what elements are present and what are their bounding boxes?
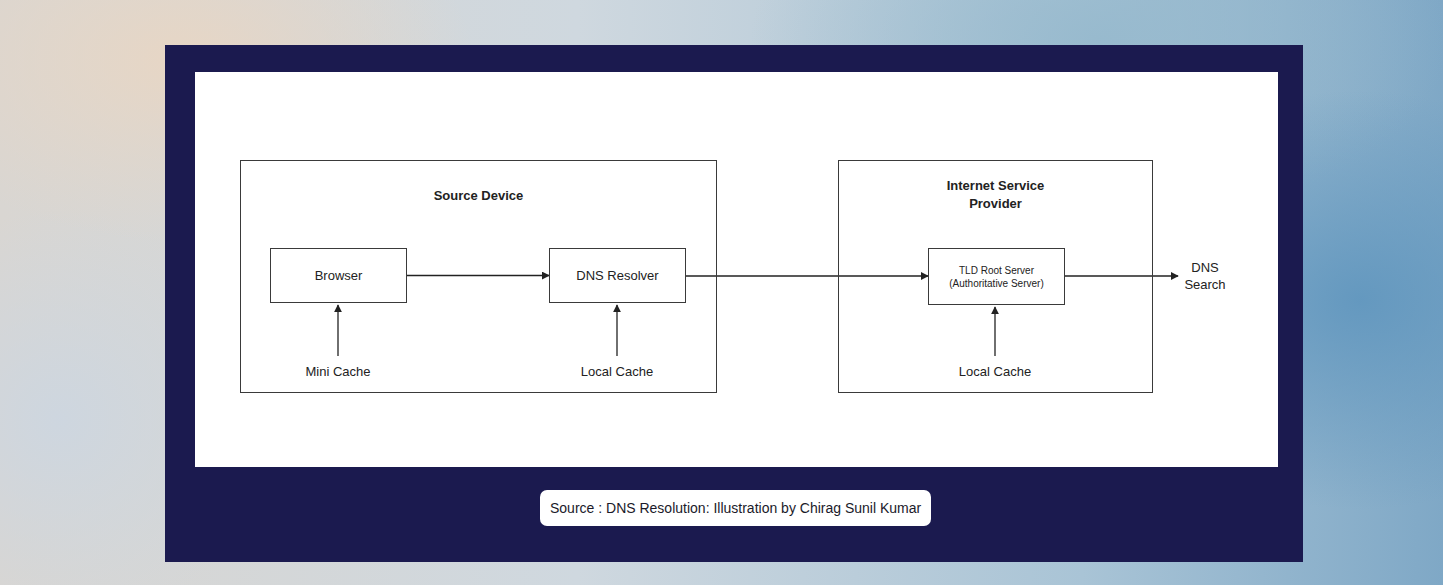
cache-arrow	[337, 305, 338, 356]
process-box: Browser	[270, 248, 407, 303]
flow-arrow	[407, 275, 549, 276]
server-box: TLD Root Server (Authoritative Server)	[928, 248, 1065, 305]
text-label: Local Cache	[940, 363, 1050, 380]
process-box: DNS Resolver	[549, 248, 686, 303]
caption-pill: Source : DNS Resolution: Illustration by…	[540, 490, 931, 526]
box-label: DNS Resolver	[576, 267, 658, 284]
group-title: Internet Service Provider	[931, 177, 1061, 213]
text-label: Mini Cache	[283, 363, 393, 380]
group-box: Internet Service ProviderTLD Root Server…	[838, 160, 1153, 393]
box-label: Browser	[315, 267, 363, 284]
text-label: DNS Search	[1179, 259, 1231, 293]
box-label: TLD Root Server (Authoritative Server)	[937, 264, 1056, 290]
group-box: Source DeviceBrowser DNS Resolver	[240, 160, 717, 393]
text-label: Local Cache	[562, 363, 672, 380]
flow-arrow	[686, 275, 928, 276]
cache-arrow	[616, 305, 617, 356]
cache-arrow	[994, 307, 995, 356]
output-arrow	[1063, 275, 1178, 276]
group-title: Source Device	[379, 187, 579, 205]
